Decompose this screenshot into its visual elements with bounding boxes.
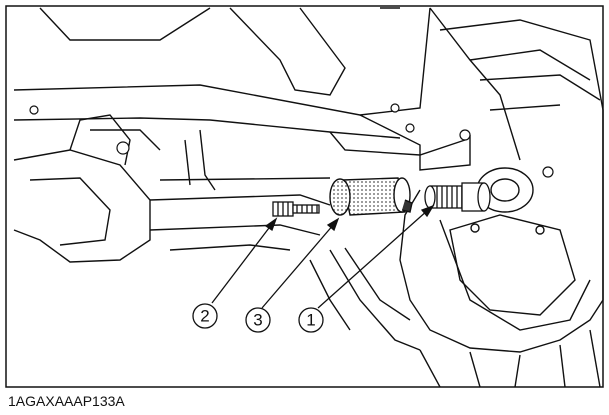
image-code-label: 1AGAXAAAP133A [8,393,125,409]
callout-number: 2 [200,307,209,326]
leader-arrow-2 [264,217,278,231]
callout-number: 3 [253,311,262,330]
callout-circle [245,307,271,333]
cylinder-cover-part [329,177,413,216]
callout-number: 1 [306,311,315,330]
leader-line-3 [261,223,335,309]
leader-line-1 [317,209,429,309]
leader-arrow-1 [420,204,435,218]
callout-1: 1 [298,307,324,333]
body-panel-lines [13,7,521,171]
wheel-hub [470,167,545,235]
bolt-part [272,201,320,217]
tire [309,19,604,388]
callout-circle [192,303,218,329]
axle-housing [13,114,331,263]
shaft-coupling-part [424,182,491,212]
callout-2: 2 [192,303,218,329]
leader-arrow-3 [326,217,340,232]
leader-line-2 [211,223,273,304]
callout-leaders [211,204,435,309]
callout-3: 3 [245,307,271,333]
callout-circle [298,307,324,333]
